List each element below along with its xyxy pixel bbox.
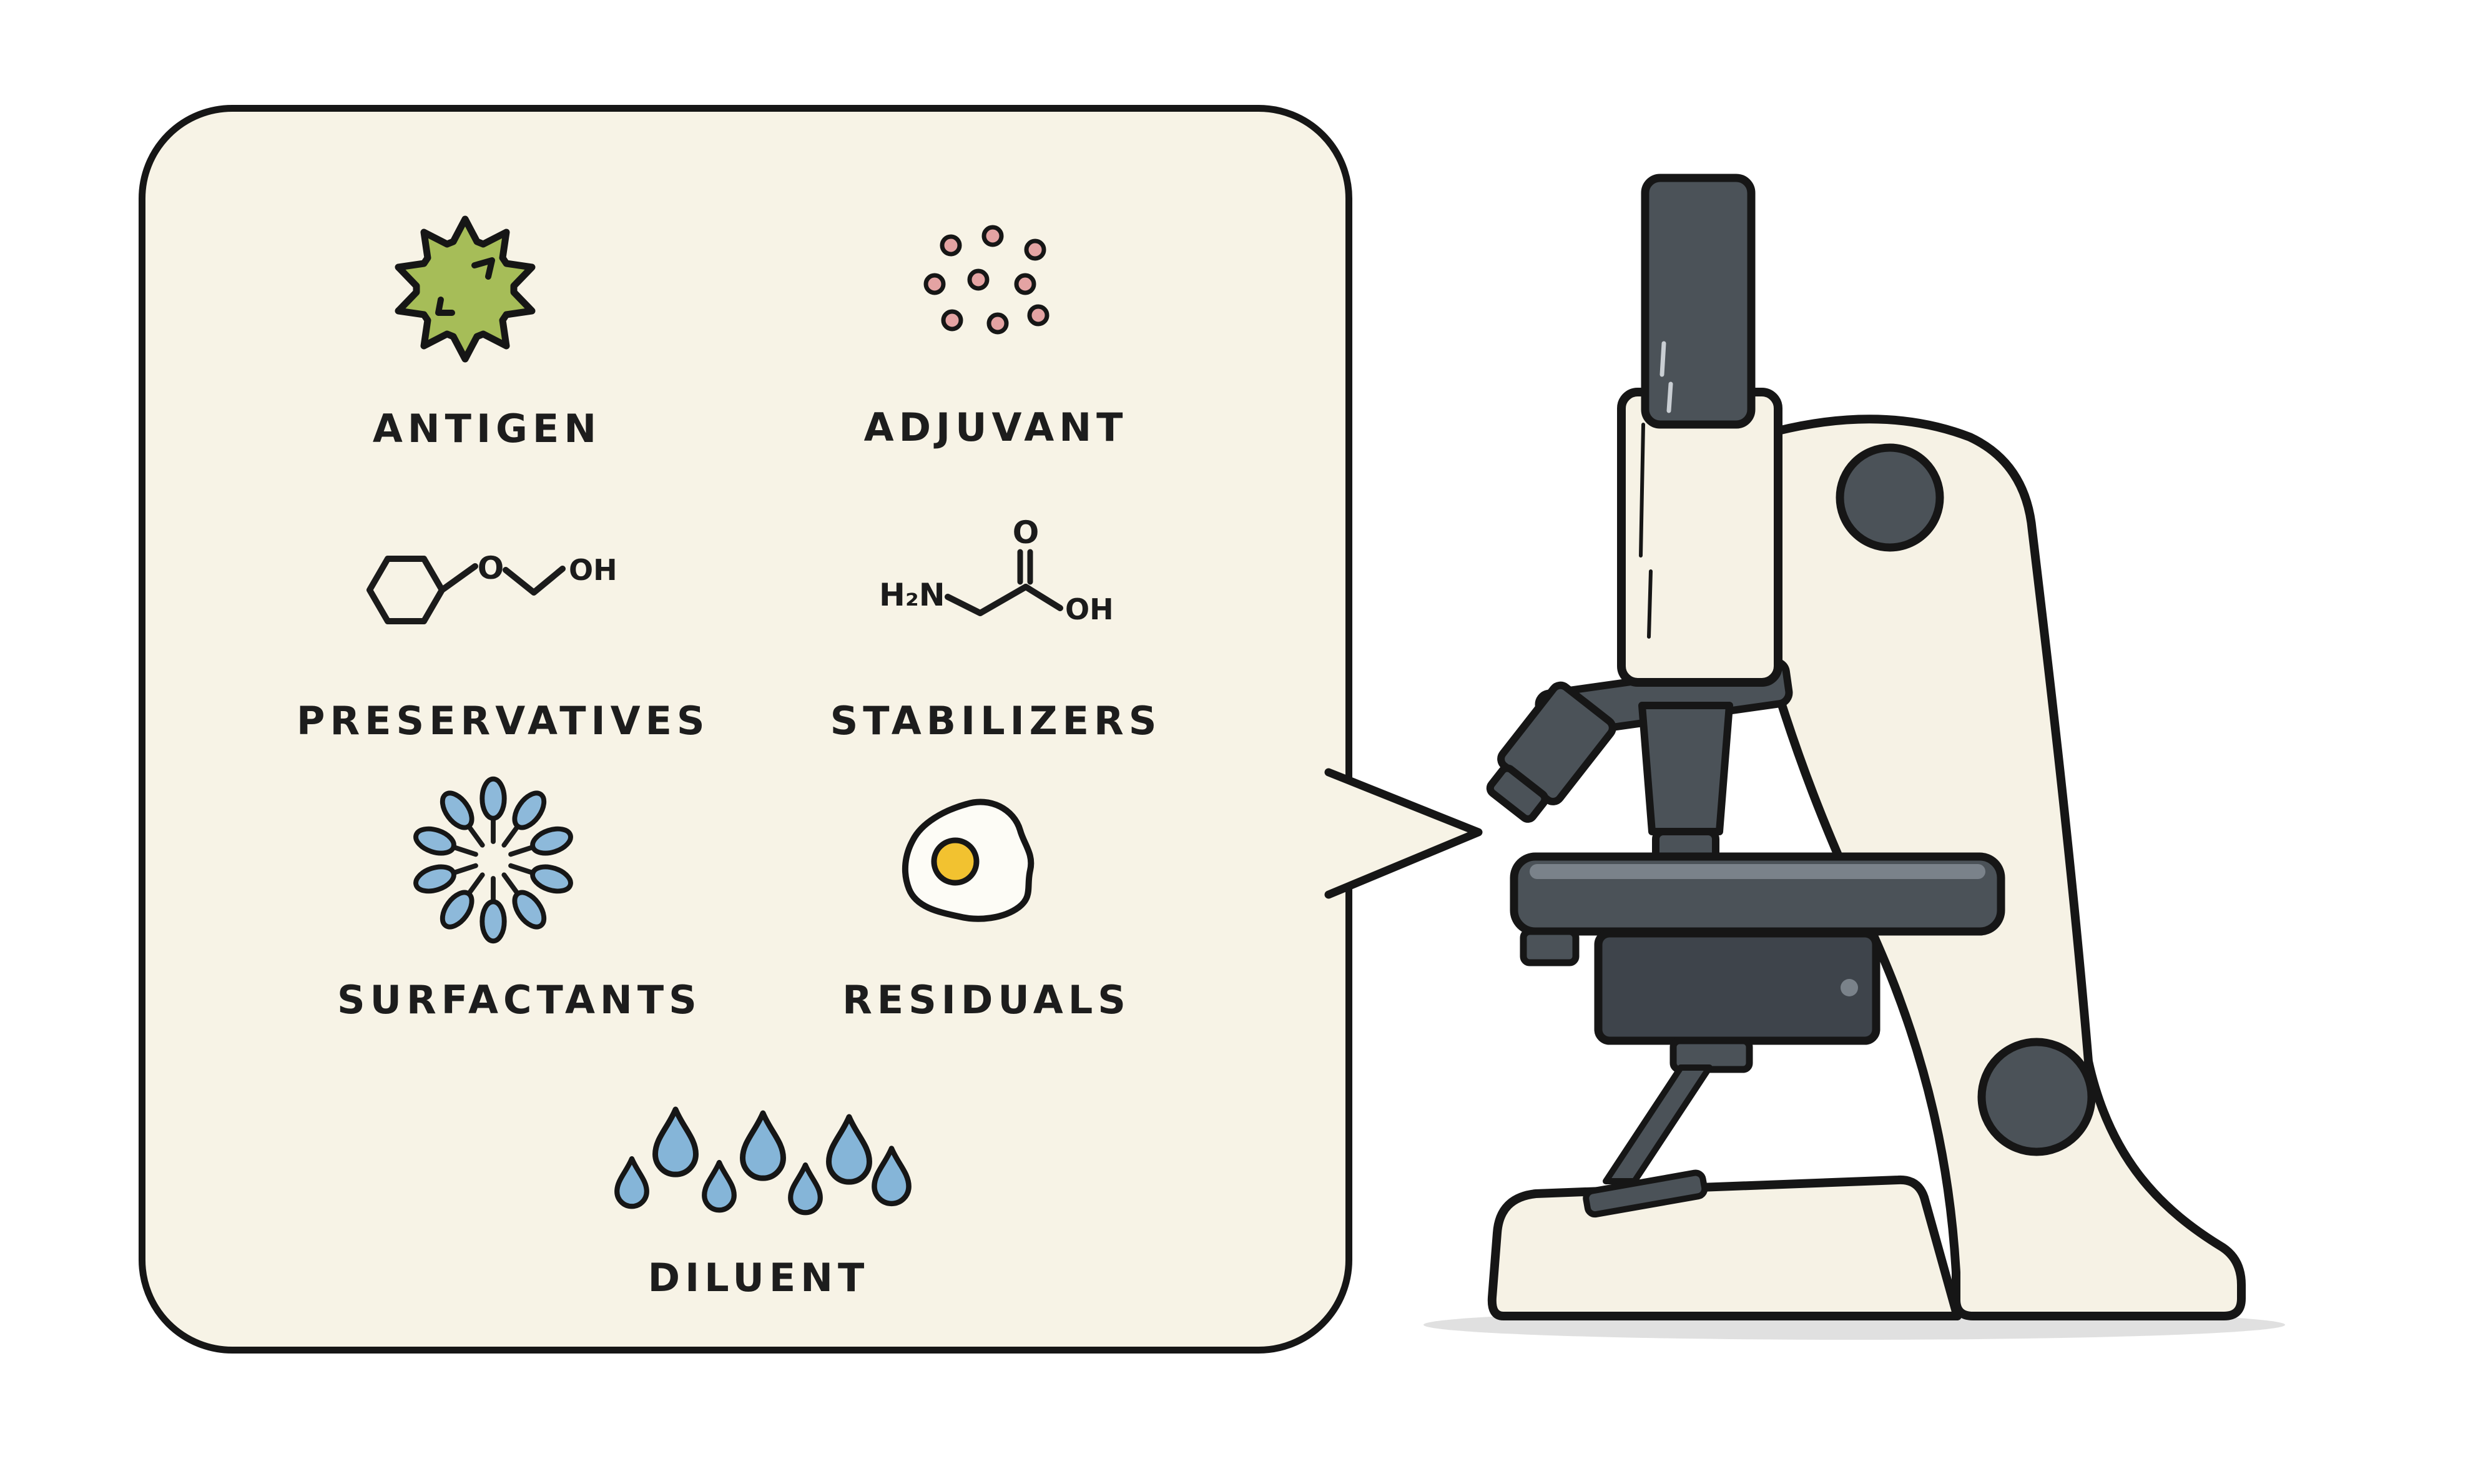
microscope-base	[1487, 1175, 1962, 1320]
vertical-objective-lens	[1638, 702, 1733, 835]
stage-assembly	[1510, 852, 2005, 1218]
substage	[1594, 929, 1881, 1045]
stabilizers-label: STABILIZERS	[830, 698, 1162, 744]
body-tube	[1617, 388, 1782, 687]
stabilizer-molecule-icon: H₂N O OH	[879, 514, 1114, 626]
surfactants-label: SURFACTANTS	[337, 977, 702, 1023]
virus-icon	[395, 215, 536, 363]
speech-bubble-tail-icon	[1324, 768, 1483, 899]
chem-o-label: O	[1013, 514, 1040, 551]
chem-oh-label: OH	[569, 553, 617, 587]
water-drops-icon	[614, 1106, 912, 1216]
adjuvant-label: ADJUVANT	[863, 405, 1128, 450]
chem-o-label: O	[478, 550, 504, 586]
angled-objective-lens	[1486, 681, 1616, 823]
coarse-focus-knob	[1836, 443, 1944, 552]
diluent-label: DILUENT	[647, 1255, 870, 1300]
adjuvant-particles-icon	[923, 225, 1050, 335]
microscope-illustration	[1423, 174, 2285, 1340]
mirror	[1583, 1169, 1708, 1218]
mirror-arm	[1603, 1064, 1713, 1184]
fine-focus-knob	[1977, 1038, 2096, 1156]
fried-egg-icon	[902, 799, 1035, 922]
egg-yolk	[931, 837, 980, 886]
chem-oh-label: OH	[1065, 592, 1114, 626]
antigen-label: ANTIGEN	[372, 406, 602, 451]
residuals-label: RESIDUALS	[842, 977, 1131, 1023]
virus-body	[395, 215, 536, 363]
preservative-molecule-icon: O OH	[366, 550, 617, 624]
chem-h2n-label: H₂N	[879, 577, 945, 613]
hexagon-ring	[366, 556, 445, 624]
surfactant-micelle-icon	[413, 776, 573, 944]
microscope-arm	[1774, 415, 2246, 1320]
eyepiece	[1641, 174, 1756, 429]
nosepiece	[1486, 657, 1793, 870]
preservatives-label: PRESERVATIVES	[297, 698, 710, 744]
